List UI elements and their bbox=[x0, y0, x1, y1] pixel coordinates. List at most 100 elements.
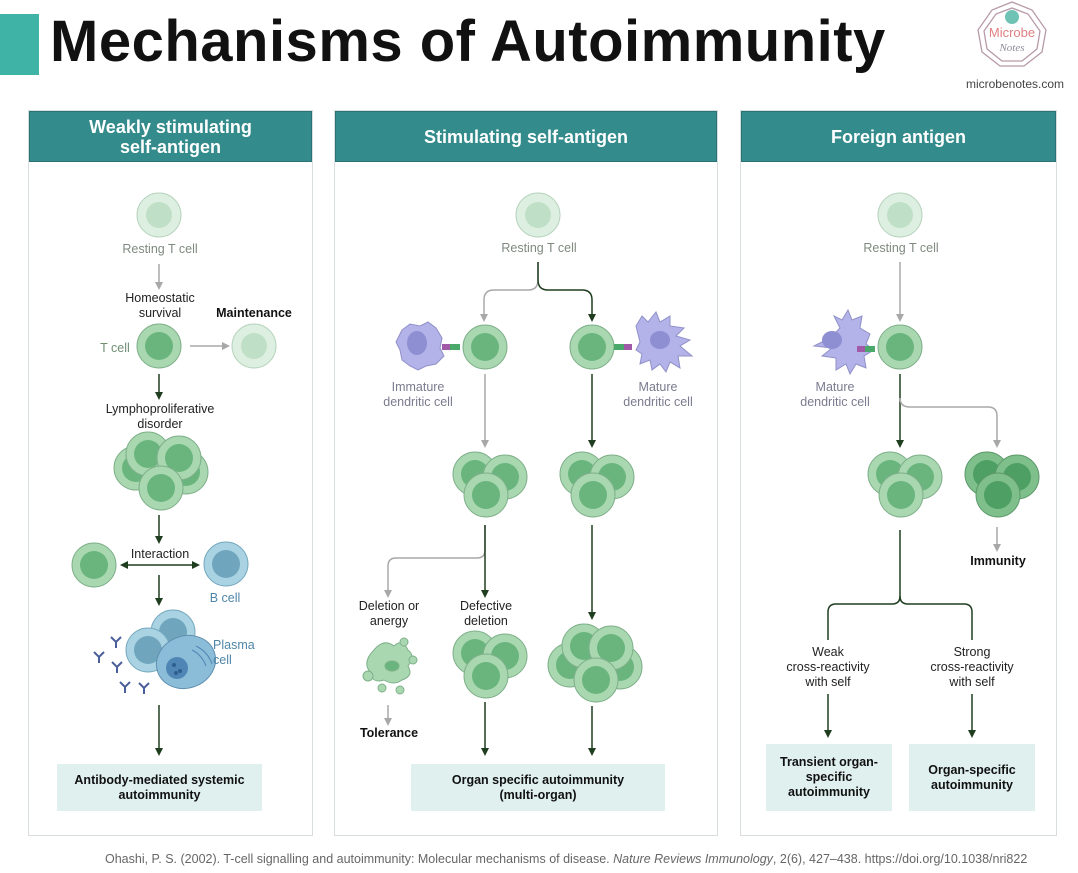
label-line: Mature bbox=[815, 380, 855, 394]
outcome-line: autoimmunity bbox=[931, 777, 1013, 792]
label-line: disorder bbox=[137, 417, 183, 431]
microbe-icon bbox=[1005, 10, 1019, 24]
resting-t-cell-label: Resting T cell bbox=[122, 242, 198, 256]
site-url: microbenotes.com bbox=[965, 77, 1065, 91]
heading-line: self-antigen bbox=[119, 136, 221, 157]
label-line: dendritic cell bbox=[383, 395, 453, 409]
t-cell-cluster-icon bbox=[867, 451, 943, 518]
panel-heading: Stimulating self-antigen bbox=[335, 111, 717, 162]
plasma-cell-label: Plasma cell bbox=[213, 638, 273, 668]
label-line: cross-reactivity bbox=[930, 660, 1014, 674]
antibody-icons bbox=[93, 636, 150, 694]
resting-t-cell-icon bbox=[877, 192, 923, 238]
citation-rest: , 2(6), 427–438. https://doi.org/10.1038… bbox=[772, 852, 1028, 866]
outcome-organ-specific-multi-organ: Organ specific autoimmunity(multi-organ) bbox=[411, 764, 665, 811]
resting-t-cell-label: Resting T cell bbox=[863, 241, 939, 255]
label-line: dendritic cell bbox=[623, 395, 693, 409]
t-cell-icon bbox=[569, 324, 615, 370]
resting-t-cell-icon bbox=[515, 192, 561, 238]
label-line: Lymphoproliferative bbox=[105, 402, 215, 416]
outcome-line: Transient organ- bbox=[780, 755, 878, 769]
outcome-line: autoimmunity bbox=[788, 785, 870, 799]
branch-arrow-gray bbox=[384, 525, 486, 598]
citation: Ohashi, P. S. (2002). T-cell signalling … bbox=[105, 852, 1027, 866]
t-cell-icon bbox=[71, 542, 117, 588]
title-accent-bar bbox=[0, 14, 39, 75]
t-cell-icon bbox=[136, 323, 182, 369]
mature-dendritic-cell-icon bbox=[812, 308, 875, 376]
maintenance-label: Maintenance bbox=[216, 306, 292, 320]
immunity-label: Immunity bbox=[970, 554, 1026, 568]
page-title: Mechanisms of Autoimmunity bbox=[50, 9, 886, 74]
label-line: deletion bbox=[464, 614, 508, 628]
branch-arrow-gray bbox=[899, 397, 1001, 448]
proliferating-t-cells-icon bbox=[547, 623, 643, 703]
b-cell-icon bbox=[203, 541, 249, 587]
label-line: Deletion or bbox=[358, 599, 420, 613]
apoptotic-cell-icon bbox=[362, 637, 418, 695]
b-cell-label: B cell bbox=[209, 591, 241, 605]
branch-line-weak bbox=[827, 530, 901, 640]
logo-microbe-text: Microbe bbox=[989, 25, 1035, 40]
label-line: Homeostatic bbox=[125, 291, 195, 305]
label-line: Weak bbox=[812, 645, 844, 659]
defective-deletion-label: Defective deletion bbox=[441, 599, 531, 629]
plasma-cells-icon bbox=[125, 609, 217, 689]
label-line: Defective bbox=[459, 599, 513, 613]
branch-arrow-gray bbox=[480, 262, 539, 322]
dna-ring-icon bbox=[977, 1, 1047, 67]
proliferating-t-cells-icon bbox=[113, 431, 209, 511]
strong-cross-reactivity-label: Strong cross-reactivity with self bbox=[917, 645, 1027, 690]
label-line: Strong bbox=[953, 645, 991, 659]
t-cell-icon bbox=[462, 324, 508, 370]
t-cell-icon bbox=[877, 324, 923, 370]
mature-dendritic-cell-icon bbox=[614, 311, 694, 374]
branch-line-strong bbox=[899, 595, 973, 640]
outcome-line: Organ-specific bbox=[928, 762, 1016, 777]
interaction-label: Interaction bbox=[130, 547, 190, 561]
lymphoproliferative-disorder-label: Lymphoproliferative disorder bbox=[90, 402, 230, 432]
weak-cross-reactivity-label: Weak cross-reactivity with self bbox=[773, 645, 883, 690]
outcome-line: (multi-organ) bbox=[499, 787, 577, 802]
t-cell-cluster-icon bbox=[452, 451, 528, 518]
label-line: Plasma bbox=[213, 638, 255, 652]
label-line: Immature bbox=[391, 380, 445, 394]
homeostatic-survival-label: Homeostatic survival bbox=[100, 291, 220, 321]
effector-t-cell-cluster-icon bbox=[964, 451, 1040, 518]
panel-heading: Foreign antigen bbox=[741, 111, 1056, 162]
tolerance-label: Tolerance bbox=[359, 726, 419, 740]
mature-dendritic-cell-label: Mature dendritic cell bbox=[608, 380, 708, 410]
label-line: anergy bbox=[369, 614, 409, 628]
label-line: dendritic cell bbox=[800, 395, 870, 409]
label-line: survival bbox=[138, 306, 182, 320]
outcome-line: Antibody-mediated systemic bbox=[74, 772, 245, 787]
outcome-line: Organ specific autoimmunity bbox=[451, 772, 625, 787]
outcome-line: autoimmunity bbox=[118, 787, 201, 802]
resting-t-cell-icon bbox=[136, 192, 182, 238]
t-cell-label: T cell bbox=[100, 341, 130, 355]
outcome-line: specific bbox=[805, 770, 853, 784]
label-line: cell bbox=[213, 653, 232, 667]
citation-journal: Nature Reviews Immunology bbox=[613, 852, 773, 866]
label-line: with self bbox=[949, 675, 995, 689]
label-line: with self bbox=[805, 675, 851, 689]
label-line: cross-reactivity bbox=[786, 660, 870, 674]
branch-arrow-dark bbox=[537, 262, 596, 322]
maintenance-cell-icon bbox=[231, 323, 277, 369]
microbe-notes-logo: Microbe Notes bbox=[977, 1, 1047, 67]
immature-dendritic-cell-icon bbox=[395, 321, 460, 371]
citation-text: Ohashi, P. S. (2002). T-cell signalling … bbox=[105, 852, 614, 866]
immature-dendritic-cell-label: Immature dendritic cell bbox=[368, 380, 468, 410]
deletion-or-anergy-label: Deletion or anergy bbox=[344, 599, 434, 629]
resting-t-cell-label: Resting T cell bbox=[501, 241, 577, 255]
t-cell-cluster-icon bbox=[452, 630, 528, 699]
mature-dendritic-cell-label: Mature dendritic cell bbox=[785, 380, 885, 410]
heading-line: Weakly stimulating bbox=[89, 116, 252, 137]
logo-notes-text: Notes bbox=[998, 42, 1024, 54]
t-cell-cluster-icon bbox=[559, 451, 635, 518]
